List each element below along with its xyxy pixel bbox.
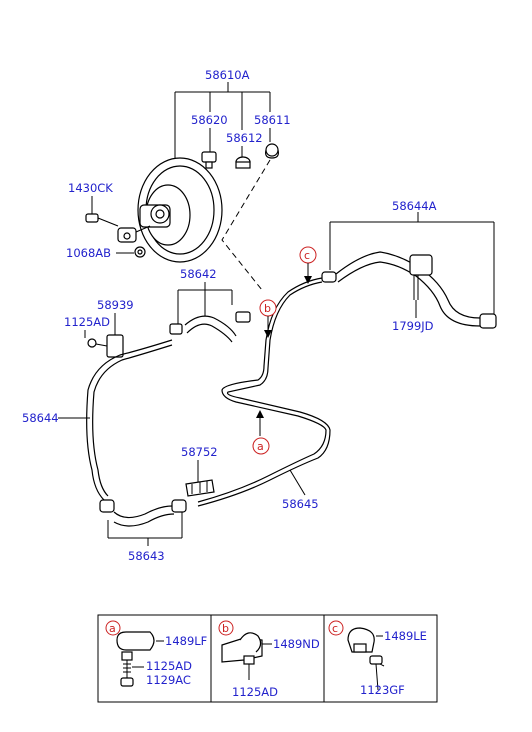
- label-1430CK: 1430CK: [68, 181, 113, 195]
- bracket-58939: [87, 334, 124, 358]
- legend-cell-b: b 1489ND 1125AD: [218, 620, 320, 699]
- legend-cell-c: c 1489LE 1123GF: [328, 620, 427, 697]
- hose-58643: [99, 499, 187, 527]
- leader-58610A: [174, 82, 271, 165]
- legend-c-tag: c: [332, 622, 338, 635]
- label-58939: 58939: [97, 298, 134, 312]
- hose-58644A: [321, 251, 497, 329]
- leader-58939: [84, 313, 116, 338]
- part-58620-valve: [201, 151, 217, 169]
- clip-1799JD: [409, 254, 433, 318]
- legend-a-tag: a: [109, 622, 116, 635]
- legend-a-part1: 1489LF: [165, 634, 207, 648]
- legend-a-part3: 1129AC: [146, 673, 191, 687]
- part-labels: 58610A 58620 58612 58611 1430CK 1068AB 5…: [22, 68, 437, 563]
- legend-b-part1: 1489ND: [273, 637, 320, 651]
- label-58612: 58612: [226, 131, 263, 145]
- part-58611-clip: [265, 143, 279, 159]
- label-1799JD: 1799JD: [392, 319, 434, 333]
- label-1125AD: 1125AD: [64, 315, 110, 329]
- part-1430CK-bolt: [85, 196, 119, 227]
- part-1068AB-washer: [116, 246, 146, 258]
- label-58752: 58752: [181, 445, 218, 459]
- legend-b-tag: b: [222, 622, 229, 635]
- leader-58642: [177, 282, 233, 325]
- callout-b-letter: b: [264, 302, 271, 315]
- callout-c-marker: [299, 246, 317, 284]
- hose-58644-line: [86, 339, 173, 501]
- label-58610A: 58610A: [205, 68, 250, 82]
- label-58611: 58611: [254, 113, 291, 127]
- legend-c-part2: 1123GF: [360, 683, 405, 697]
- label-58643: 58643: [128, 549, 165, 563]
- leader-58645: [289, 469, 306, 496]
- dashed-leader-booster: [221, 159, 271, 291]
- leader-58644A: [329, 212, 495, 318]
- hose-58644-line-inner: [92, 344, 173, 497]
- legend-b-part2: 1125AD: [232, 685, 278, 699]
- label-1068AB: 1068AB: [66, 246, 111, 260]
- label-58644A: 58644A: [392, 199, 437, 213]
- hose-58642: [169, 311, 251, 343]
- callout-b-marker: [259, 299, 277, 338]
- brake-booster: [117, 157, 223, 263]
- callout-c-letter: c: [304, 249, 310, 262]
- label-58645: 58645: [282, 497, 319, 511]
- pipe-58645-line: [197, 281, 331, 507]
- legend-a-part2: 1125AD: [146, 659, 192, 673]
- label-58642: 58642: [180, 267, 217, 281]
- label-58644: 58644: [22, 411, 59, 425]
- leader-58643: [107, 512, 183, 546]
- part-58612-grommet: [235, 156, 251, 169]
- clip-58752: [185, 479, 215, 497]
- callout-a-letter: a: [257, 440, 264, 453]
- legend-table: [97, 614, 438, 703]
- pipe-58645-line-inner: [197, 277, 327, 503]
- callout-letters: a b c: [257, 249, 310, 453]
- legend-cell-a: a 1489LF 1125AD 1129AC: [105, 620, 207, 687]
- callout-a-marker: [252, 410, 270, 455]
- label-58620: 58620: [191, 113, 228, 127]
- legend-c-part1: 1489LE: [384, 629, 427, 643]
